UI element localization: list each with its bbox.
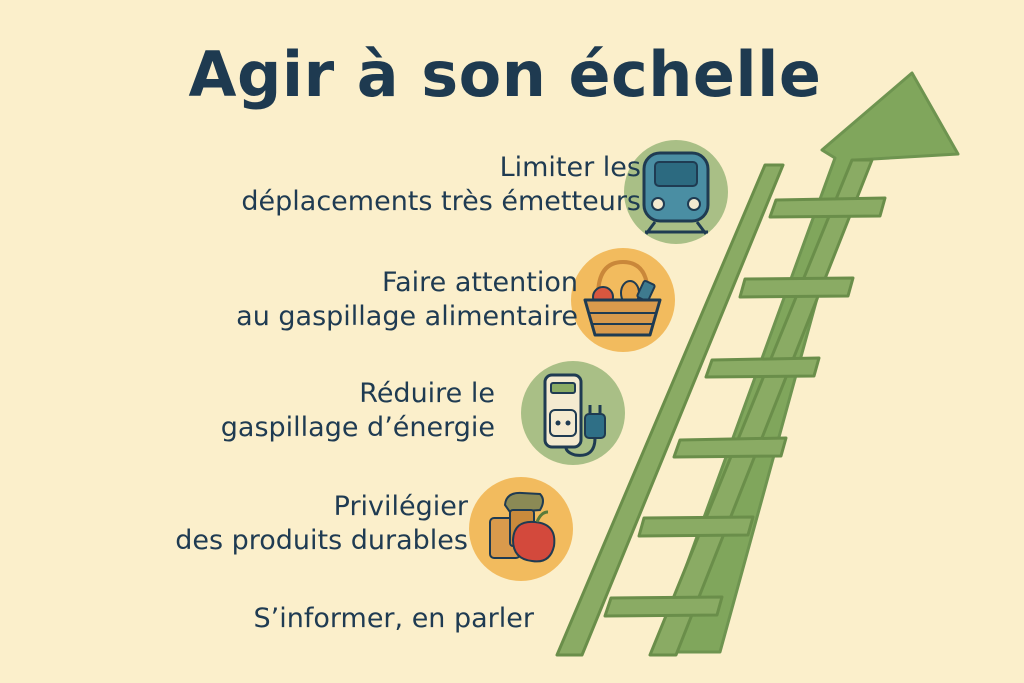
step-4-line-1: Privilégier <box>333 491 468 522</box>
step-5-line-1: S’informer, en parler <box>253 603 534 634</box>
step-2-line-2: au gaspillage alimentaire <box>236 301 578 332</box>
train-icon <box>624 140 728 244</box>
page-title: Agir à son échelle <box>188 38 822 111</box>
step-1-line-1: Limiter les <box>499 152 641 183</box>
step-4-line-2: des produits durables <box>175 525 468 556</box>
food-basket-icon <box>571 248 675 352</box>
ladder-left-rail <box>555 163 785 657</box>
ladder-rung <box>603 595 724 618</box>
ladder-rung <box>738 276 855 299</box>
ladder-rung <box>768 196 887 219</box>
ladder-rung <box>704 356 821 379</box>
ladder-rungs <box>603 196 887 618</box>
power-outlet-icon <box>521 361 625 465</box>
step-2-line-1: Faire attention <box>382 267 578 298</box>
step-5-label: S’informer, en parler <box>254 602 534 636</box>
step-3-label: Réduire le gaspillage d’énergie <box>221 377 495 445</box>
step-3-line-2: gaspillage d’énergie <box>220 412 495 443</box>
step-1-label: Limiter les déplacements très émetteurs <box>241 151 641 219</box>
ladder-rung <box>637 515 755 538</box>
durable-products-icon <box>469 477 573 581</box>
step-2-label: Faire attention au gaspillage alimentair… <box>236 266 578 334</box>
step-4-label: Privilégier des produits durables <box>175 490 468 558</box>
step-3-line-1: Réduire le <box>359 378 495 409</box>
ladder-rung <box>672 436 788 459</box>
step-1-line-2: déplacements très émetteurs <box>241 186 641 217</box>
